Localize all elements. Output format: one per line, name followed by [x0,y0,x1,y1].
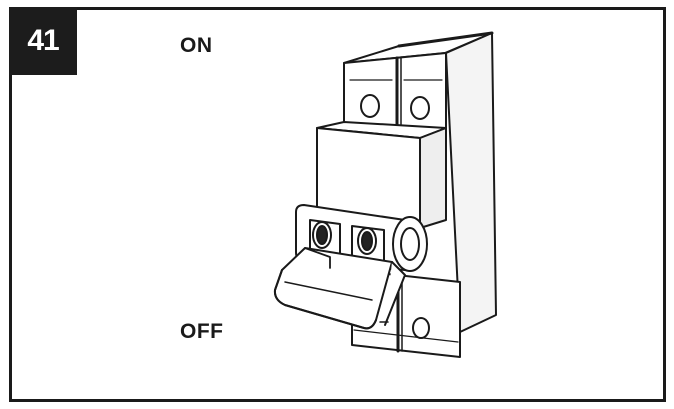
breaker-upper-right-side [445,32,497,333]
toggle-lever [273,247,393,330]
off-label: OFF [180,320,224,343]
terminal-screw-bottom-right [412,317,430,339]
step-number-badge: 41 [9,7,77,75]
breaker-mid-side [419,127,447,229]
terminal-screw-top-left [360,94,380,118]
terminal-screw-top-right [410,96,430,120]
on-label: ON [180,34,213,57]
